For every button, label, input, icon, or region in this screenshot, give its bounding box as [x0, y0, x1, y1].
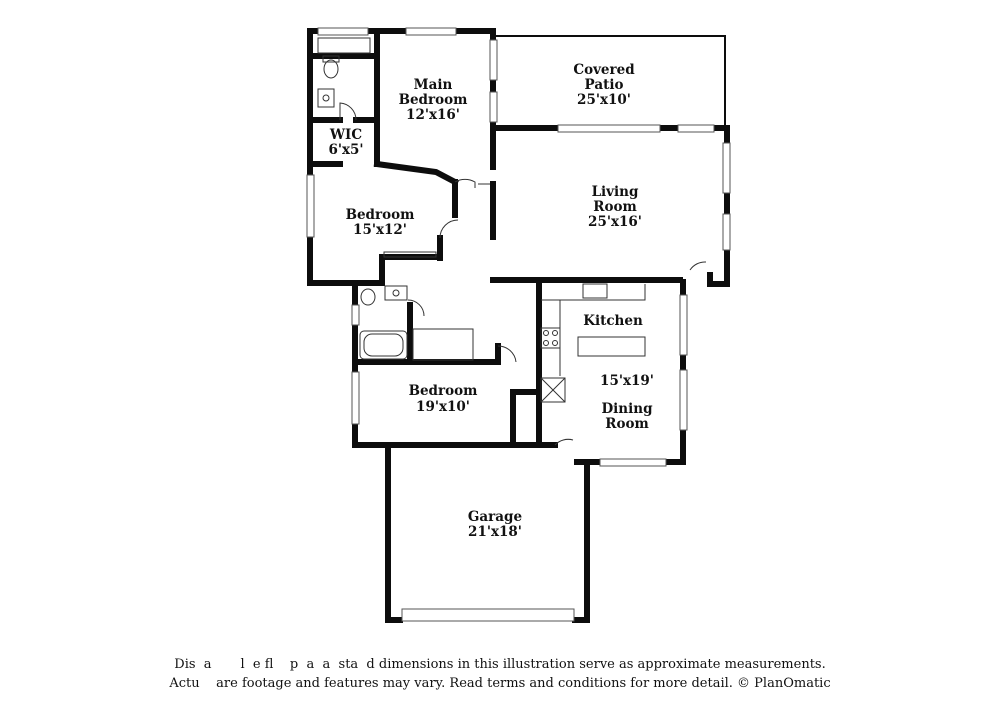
main-bedroom-size: 12'x16' [406, 107, 460, 123]
covered-patio-name-line1: Covered [573, 62, 635, 78]
living-room-name-line1: Living [592, 184, 639, 200]
windows [306, 27, 731, 622]
living-room-name-line2: Room [593, 199, 637, 215]
disclaimer-line1: Dis a l e fl p a a sta d dimensions in t… [174, 657, 826, 672]
room-labels: Main Bedroom 12'x16' Covered Patio 25'x1… [328, 62, 654, 540]
disclaimer: Dis a l e fl p a a sta d dimensions in t… [0, 655, 1000, 693]
bedroom-2-name: Bedroom [409, 383, 478, 399]
fixtures [317, 37, 646, 403]
disclaimer-line2: Actu are footage and features may vary. … [169, 676, 831, 691]
main-bedroom-name-line2: Bedroom [399, 92, 468, 108]
bedroom-1-size: 15'x12' [353, 222, 407, 238]
main-bedroom-name-line1: Main [414, 77, 453, 93]
garage-name: Garage [468, 509, 522, 525]
wic-size: 6'x5' [328, 142, 363, 158]
living-room-size: 25'x16' [588, 214, 642, 230]
dining-room-name-line1: Dining [601, 401, 653, 417]
kitchen-dining-size: 15'x19' [600, 373, 654, 389]
doors [339, 102, 707, 446]
wic-name: WIC [329, 127, 362, 143]
covered-patio-name-line2: Patio [585, 77, 624, 93]
floor-plan: Main Bedroom 12'x16' Covered Patio 25'x1… [306, 27, 731, 623]
bedroom-2-size: 19'x10' [416, 399, 470, 415]
dining-room-name-line2: Room [605, 416, 649, 432]
covered-patio-size: 25'x10' [577, 92, 631, 108]
bedroom-1-name: Bedroom [346, 207, 415, 223]
garage-size: 21'x18' [468, 524, 522, 540]
kitchen-name: Kitchen [583, 313, 643, 329]
